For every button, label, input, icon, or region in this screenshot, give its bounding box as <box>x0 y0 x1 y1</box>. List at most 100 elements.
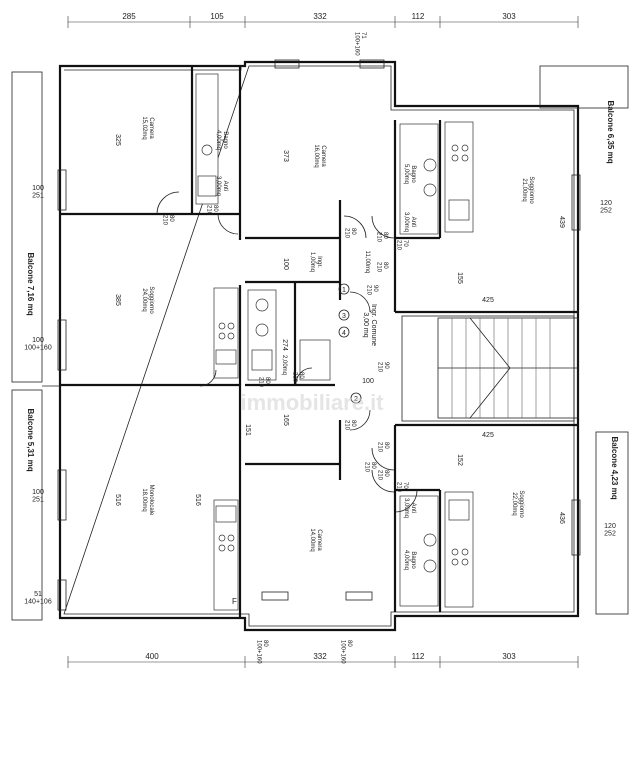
room-name: Antì <box>222 181 228 192</box>
room-label-soggiorno-br: Soggiorno 22,00mq <box>511 490 524 518</box>
room-label-bagno-tr: Bagno 5,00mq <box>403 164 416 184</box>
interior-walls <box>60 66 578 618</box>
door-label: 80210 <box>376 442 389 453</box>
room-label-bagno-br: Bagno 4,00mq <box>403 550 416 570</box>
room-label-monolocale: Monolocale 18,00mq <box>141 485 154 516</box>
door-label: 80210 <box>363 462 376 473</box>
marker-2: 2 <box>354 396 358 403</box>
door-label: 70210 <box>395 240 408 251</box>
room-name: Camera <box>148 117 154 139</box>
inner-dim-100: 100 <box>362 378 374 385</box>
room-label-ingr: Ingr. 1,00mq <box>309 252 322 272</box>
room-name: Antì <box>410 503 416 514</box>
inner-dim-area: 11,00mq <box>364 251 370 274</box>
room-label-anti-br: Antì 3,00mq <box>403 498 416 518</box>
room-dim-camera-tc: 373 <box>282 150 289 162</box>
room-name: Antì <box>410 217 416 228</box>
door-label: 90210 <box>365 285 378 296</box>
windows <box>57 59 581 611</box>
top-dim-2: 105 <box>210 12 224 21</box>
door-label: 80210 <box>205 205 218 216</box>
bottom-dim-4: 303 <box>502 652 516 661</box>
balcony-label-1: Balcone 7,16 mq <box>26 252 35 315</box>
door-label: 80210 <box>375 262 388 273</box>
balcony-label-4: Balcone 4,23 mq <box>610 436 619 499</box>
room-name: Soggiorno <box>518 490 524 518</box>
room-label-anti-tr: Antì 3,00mq <box>403 212 416 232</box>
top-dim-4: 112 <box>412 12 425 21</box>
room-label-camera-bc: Camera 14,00mq <box>309 528 322 551</box>
door-labels: 80210 80210 80210 80210 80210 90210 9021… <box>161 205 408 493</box>
room-area: 4,00mq <box>215 130 221 150</box>
room-name: Camera <box>316 529 322 551</box>
room-label-soggiorno-l: Soggiorno 24,00mq <box>141 286 154 314</box>
room-area: 14,00mq <box>309 528 315 551</box>
inner-dim-425-top: 425 <box>482 297 494 304</box>
room-area: 16,00mq <box>313 144 319 167</box>
bottom-dim-1: 400 <box>145 652 159 661</box>
room-area: 4,00mq <box>403 550 409 570</box>
room-name: Monolocale <box>148 485 154 516</box>
room-area: 24,00mq <box>141 288 147 311</box>
room-dim-ingr: 100 <box>282 258 289 270</box>
room-label-bagno-c: 274 2,00mq <box>281 339 288 375</box>
balcony-label-2: Balcone 5,31 mq <box>26 408 35 471</box>
room-area: 5,00mq <box>403 164 409 184</box>
room-name: Camera <box>320 145 326 167</box>
room-dim-soggiorno-l: 385 <box>114 294 121 306</box>
door-label: 80210 <box>291 372 304 383</box>
room-area: 22,00mq <box>511 492 517 515</box>
top-dim-3: 332 <box>313 12 327 21</box>
door-label: 80210 <box>343 420 356 431</box>
inner-dim-151: 151 <box>244 424 251 436</box>
room-dim-camera-tl: 325 <box>114 134 121 146</box>
kitchen-marker: F <box>232 597 237 606</box>
inner-dim-152: 152 <box>456 454 463 466</box>
door-label: 70210 <box>395 482 408 493</box>
door-label: 80210 <box>376 470 389 481</box>
room-dim-monolocale-l: 516 <box>114 494 121 506</box>
room-dim-monolocale-r: 516 <box>194 494 201 506</box>
common-entrance-label: Ingr. Comune 3,00 mq <box>362 304 377 346</box>
bottom-dimension-line: 400 332 112 303 <box>67 652 579 668</box>
door-label: 80210 <box>257 377 270 388</box>
top-dim-5: 303 <box>502 12 516 21</box>
marker-4: 4 <box>342 330 346 337</box>
room-name: Bagno <box>410 551 416 569</box>
top-dimension-line: 285 105 332 112 303 <box>67 12 579 28</box>
room-area: 1,00mq <box>309 252 315 272</box>
common-name: Ingr. Comune <box>370 304 377 346</box>
room-name: Soggiorno <box>528 176 534 204</box>
room-label-camera-tl: Camera 15,02mq <box>141 116 154 139</box>
window-label-top: 71100+160 <box>353 32 366 56</box>
marker-3: 3 <box>342 313 346 320</box>
door-swings <box>156 191 418 513</box>
door-label: 80210 <box>343 228 356 239</box>
balcony-label-3: Balcone 6,35 mq <box>606 100 615 163</box>
inner-dim-155: 155 <box>456 272 463 284</box>
room-area: 18,00mq <box>141 488 147 511</box>
room-area: 3,00mq <box>403 212 409 232</box>
fixtures: F <box>195 73 474 611</box>
room-area: 21,00mq <box>521 178 527 201</box>
room-label-bagno-tl: Bagno 4,00mq <box>215 130 228 150</box>
room-area: 274 <box>281 339 288 351</box>
window-label-bottom-left: 80100+160 <box>255 640 268 664</box>
room-name: Soggiorno <box>148 286 154 314</box>
bottom-dim-2: 332 <box>313 652 327 661</box>
room-name: Bagno <box>222 131 228 149</box>
room-area: 15,02mq <box>141 116 147 139</box>
room-dim-soggiorno-tr: 439 <box>558 216 565 228</box>
room-name: 2,00mq <box>281 355 287 375</box>
top-dim-1: 285 <box>122 12 136 21</box>
room-label-soggiorno-tr: Soggiorno 21,00mq <box>521 176 534 204</box>
room-area: 3,00mq <box>215 176 221 196</box>
staircase <box>437 317 579 419</box>
marker-1: 1 <box>342 287 346 294</box>
